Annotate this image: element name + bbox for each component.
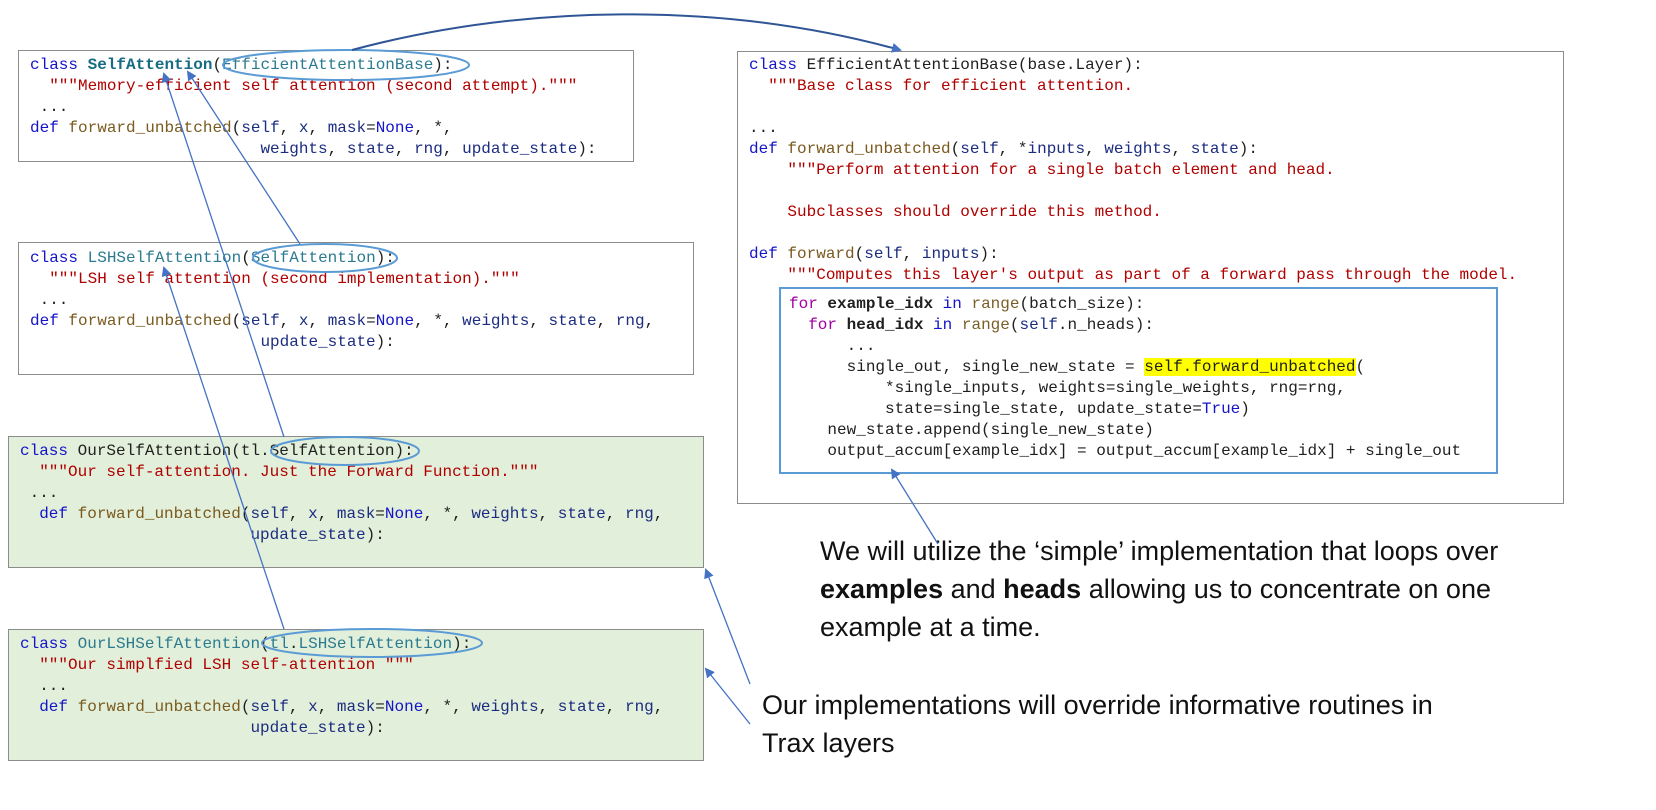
efficient-attention-base-code: class EfficientAttentionBase(base.Layer)… <box>749 56 1518 284</box>
loop-code: for example_idx in range(batch_size): fo… <box>789 295 1462 460</box>
arrow-note-to-our-lsh-self-attention <box>704 667 751 725</box>
arrow-to-efficient-attention-base <box>351 13 902 53</box>
base-class: SelfAttention <box>250 249 376 267</box>
base-class: LSHSelfAttention <box>298 635 453 653</box>
our-self-attention-code: class OurSelfAttention(tl.SelfAttention)… <box>20 442 664 544</box>
class-name: LSHSelfAttention <box>87 249 242 267</box>
arrow-note-to-our-self-attention <box>704 568 751 685</box>
loop-highlight-box <box>779 287 1498 474</box>
class-name: OurLSHSelfAttention <box>77 635 261 653</box>
loop-explanation-note: We will utilize the ‘simple’ implementat… <box>820 536 1499 642</box>
class-name: OurSelfAttention <box>77 442 232 460</box>
our-lsh-self-attention-code: class OurLSHSelfAttention(tl.LSHSelfAtte… <box>20 635 664 737</box>
lsh-self-attention-code: class LSHSelfAttention(SelfAttention): "… <box>30 249 655 351</box>
class-name: EfficientAttentionBase <box>806 56 1018 74</box>
base-class: EfficientAttentionBase <box>222 56 434 74</box>
base-class: base.Layer <box>1027 56 1124 74</box>
self-attention-code: class SelfAttention(EfficientAttentionBa… <box>30 56 597 158</box>
override-explanation-note: Our implementations will override inform… <box>762 690 1433 758</box>
base-class: SelfAttention <box>269 442 395 460</box>
truncated-dots: ... <box>789 279 818 288</box>
forward-unbatched-call: self.forward_unbatched <box>1144 358 1356 376</box>
class-name: SelfAttention <box>87 56 213 74</box>
